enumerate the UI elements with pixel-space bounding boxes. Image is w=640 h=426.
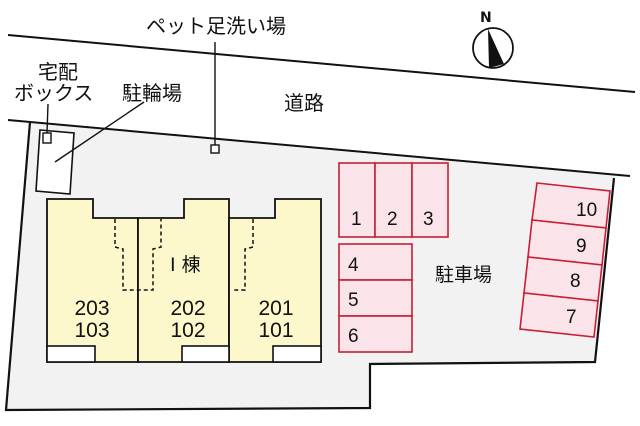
parking-space-5: 5 <box>348 290 359 311</box>
delivery-box-leader <box>46 103 49 134</box>
road-edge-top <box>7 34 636 93</box>
unit-202-102: 202 102 <box>156 298 220 342</box>
unit-upper: 201 <box>258 297 294 320</box>
road-label: 道路 <box>284 91 324 115</box>
parking-space-3: 3 <box>423 209 434 230</box>
parking-space-1: 1 <box>351 209 362 230</box>
unit-upper: 203 <box>74 297 110 320</box>
parking-top-row <box>338 162 449 238</box>
parking-left-column <box>338 243 413 353</box>
parking-space-2: 2 <box>387 209 398 230</box>
road-edge-bottom <box>7 119 631 177</box>
parking-right-column <box>519 182 611 338</box>
bicycle-parking-label: 駐輪場 <box>122 81 182 105</box>
unit-203-103: 203 103 <box>60 298 124 342</box>
lot-boundary <box>4 121 616 412</box>
building <box>46 198 322 363</box>
parking-space-6: 6 <box>348 326 359 347</box>
unit-201-101: 201 101 <box>244 298 308 342</box>
unit-lower: 102 <box>170 319 206 342</box>
building-label: Ⅰ 棟 <box>170 254 201 276</box>
north-compass-icon <box>472 27 514 69</box>
parking-space-9: 9 <box>576 236 587 257</box>
bicycle-parking-leader <box>54 101 145 163</box>
parking-space-4: 4 <box>348 255 359 276</box>
north-label: N <box>480 10 492 26</box>
parking-space-8: 8 <box>570 271 581 292</box>
parking-space-7: 7 <box>566 307 577 328</box>
parking-lot-label: 駐車場 <box>435 264 493 286</box>
parking-space-10: 10 <box>576 200 598 221</box>
delivery-box-label-line2: ボックス <box>14 81 94 105</box>
pet-foot-wash-marker <box>210 144 220 154</box>
delivery-box-label-line1: 宅配 <box>38 60 78 84</box>
unit-upper: 202 <box>170 297 206 320</box>
pet-foot-wash-label: ペット足洗い場 <box>146 14 286 38</box>
delivery-box-marker <box>42 132 52 144</box>
unit-lower: 103 <box>74 319 110 342</box>
unit-lower: 101 <box>258 319 294 342</box>
